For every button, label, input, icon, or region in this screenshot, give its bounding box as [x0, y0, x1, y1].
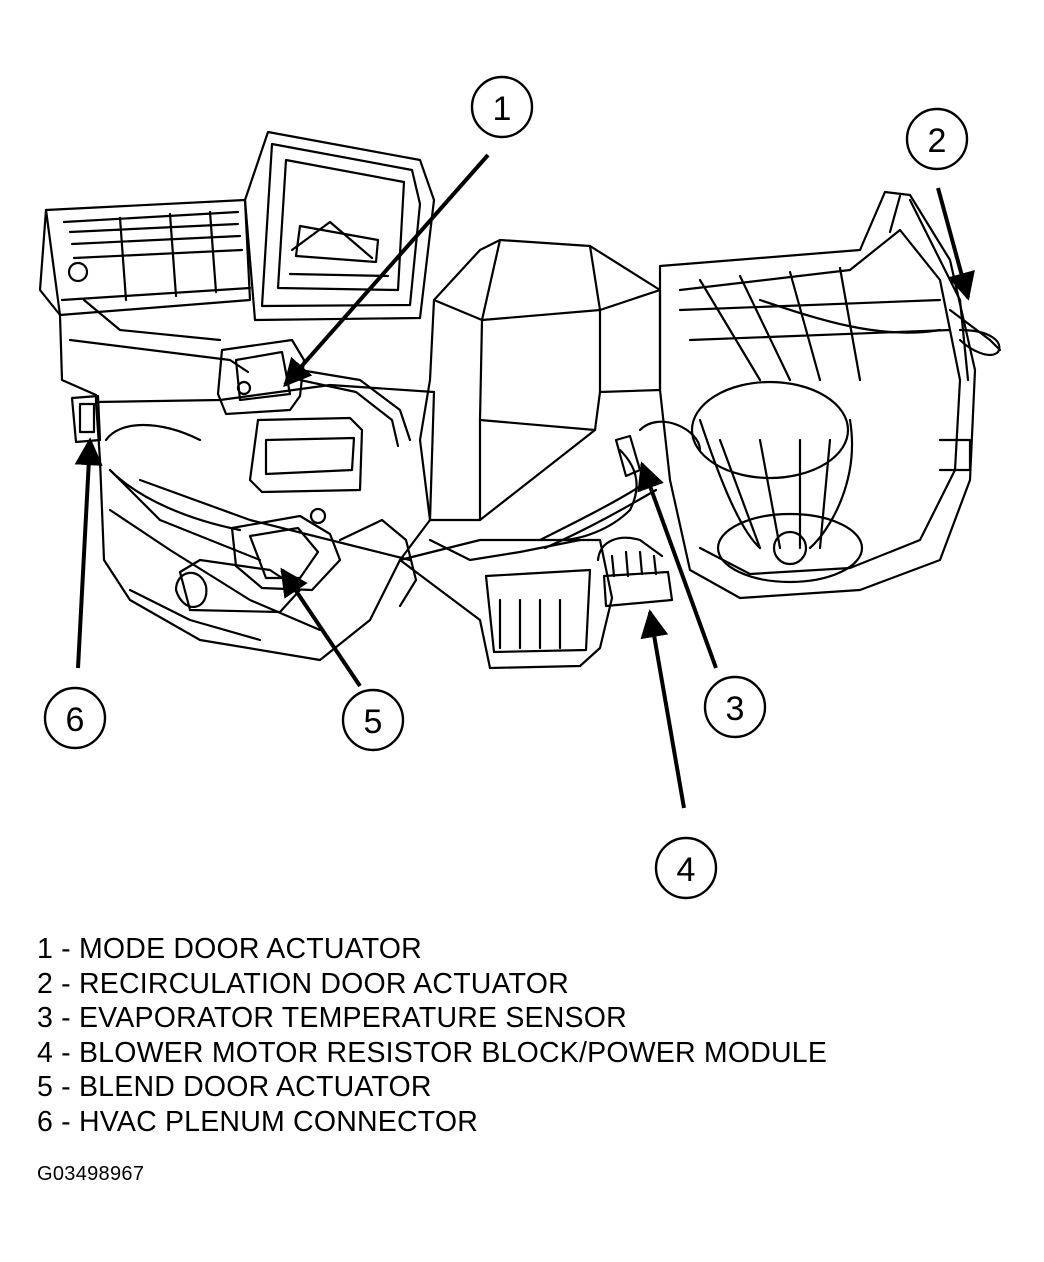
- callout-2-arrow: [936, 187, 975, 301]
- callout-3-circle: [703, 675, 767, 739]
- hvac-housing-diagram: 1 2 3 4 5 6: [38, 75, 1002, 900]
- callout-5-number: 5: [364, 703, 383, 741]
- legend-item-recirculation-door-actuator: 2 - RECIRCULATION DOOR ACTUATOR: [37, 967, 569, 1000]
- right-blower-housing: [658, 190, 1002, 600]
- figure-id: G03498967: [37, 1163, 145, 1185]
- callout-1-number: 1: [493, 90, 512, 128]
- upper-duct: [243, 130, 436, 322]
- callout-2-number: 2: [928, 122, 947, 160]
- mode-door-actuator-body: [216, 338, 412, 448]
- parts-legend: 1 - MODE DOOR ACTUATOR 2 - RECIRCULATION…: [37, 932, 827, 1140]
- legend-item-mode-door-actuator: 1 - MODE DOOR ACTUATOR: [37, 933, 422, 965]
- callout-6-number: 6: [66, 701, 85, 739]
- callout-3-number: 3: [726, 690, 745, 728]
- callout-1-circle: [470, 75, 534, 139]
- legend-item-blower-motor-resistor: 4 - BLOWER MOTOR RESISTOR BLOCK/POWER MO…: [37, 1036, 828, 1069]
- callout-5-arrow: [280, 567, 362, 688]
- callout-6-arrow: [74, 437, 103, 669]
- callout-3-arrow: [637, 461, 718, 669]
- callout-2-circle: [905, 107, 969, 171]
- callout-4-circle: [654, 836, 718, 900]
- resistor-block-body: [596, 536, 674, 608]
- callout-4-number: 4: [677, 851, 696, 889]
- blend-door-actuator-body: [230, 507, 418, 608]
- callout-6-circle: [43, 686, 107, 750]
- central-plenum: [418, 238, 662, 522]
- legend-item-evaporator-temperature-sensor: 3 - EVAPORATOR TEMPERATURE SENSOR: [37, 1002, 627, 1035]
- callout-5-circle: [341, 688, 405, 752]
- callout-1-arrow: [283, 153, 490, 388]
- legend-item-hvac-plenum-connector: 6 - HVAC PLENUM CONNECTOR: [37, 1105, 479, 1138]
- bottom-module: [398, 478, 658, 670]
- left-inlet-housing: [38, 198, 252, 404]
- legend-item-blend-door-actuator: 5 - BLEND DOOR ACTUATOR: [37, 1071, 432, 1104]
- callout-4-arrow: [640, 609, 686, 809]
